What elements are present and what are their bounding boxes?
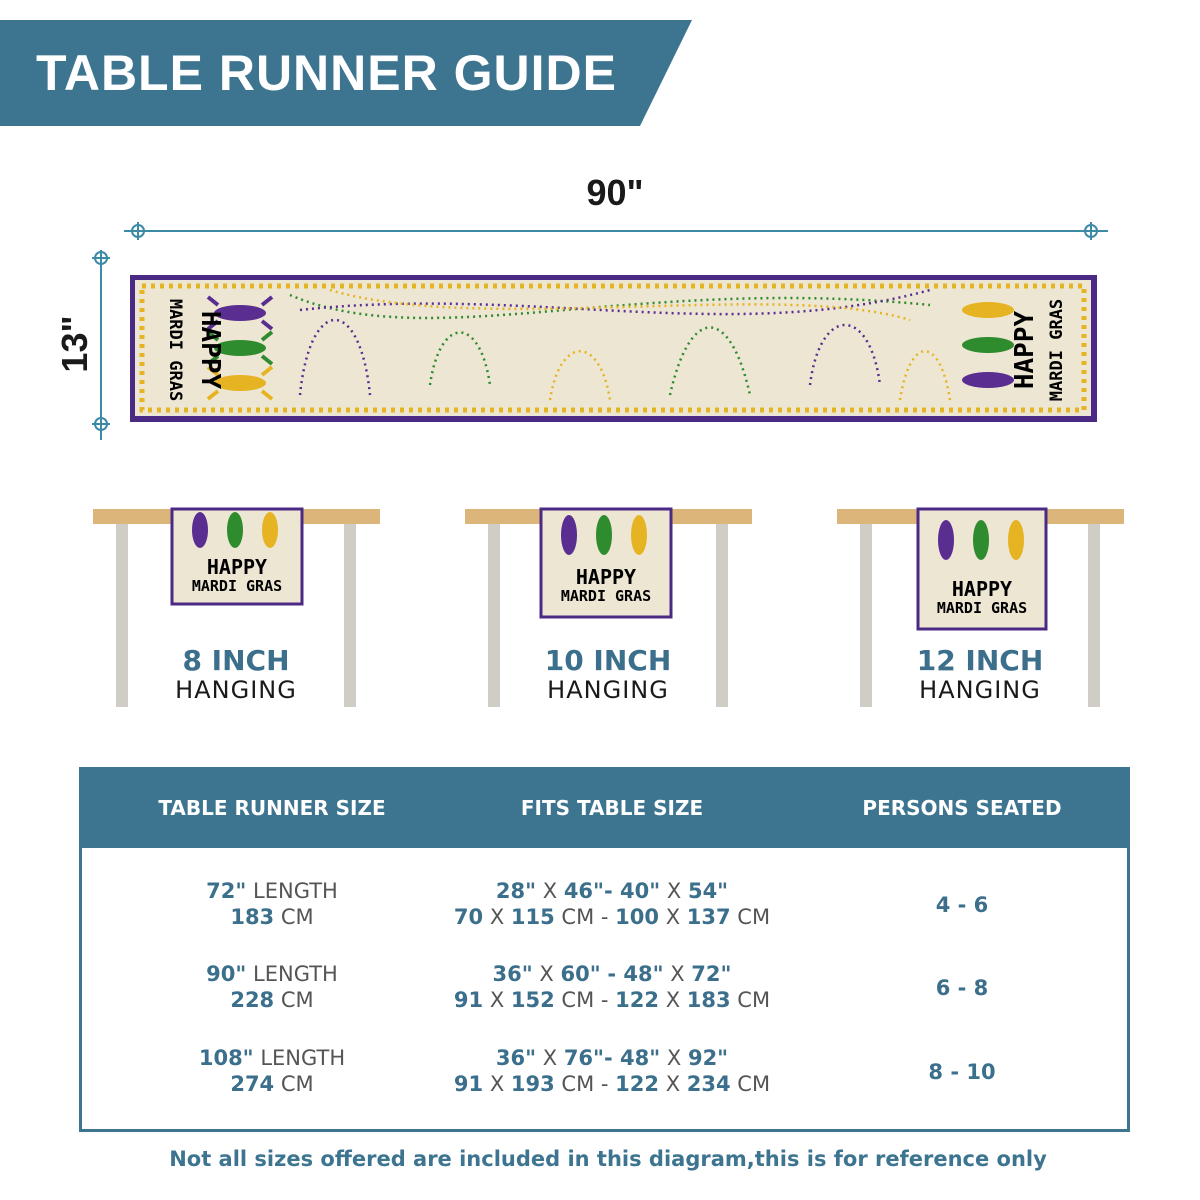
svg-text:MARDI GRAS: MARDI GRAS [937,599,1027,617]
persons-cell: 4 - 6 [935,893,989,917]
crawfish-gold-icon [206,365,274,401]
hanging-8-inches: 8 INCH [182,644,290,677]
header-fits-table: FITS TABLE SIZE [520,796,704,820]
hanging-12-inches: 12 INCH [916,644,1044,677]
persons-cell: 8 - 10 [928,1060,996,1084]
table-runner-image: HAPPY MARDI GRAS HAPPY MARDI GRAS [130,275,1097,422]
svg-text:MARDI GRAS: MARDI GRAS [192,577,282,595]
title-banner [0,20,692,126]
table-header: TABLE RUNNER SIZE FITS TABLE SIZE PERSON… [82,770,1127,848]
hanging-8-illustration: HAPPY MARDI GRAS 8 INCH HANGING [80,490,400,720]
svg-text:HAPPY: HAPPY [952,577,1012,601]
fit-cm-cell: 91 X 152 CM - 122 X 183 CM [453,988,771,1012]
fit-inches-cell: 28" X 46"- 40" X 54" [495,879,729,903]
size-table: TABLE RUNNER SIZE FITS TABLE SIZE PERSON… [79,767,1130,1132]
size-cm-cell: 228 CM [230,988,314,1012]
hanging-10-word: HANGING [547,676,669,704]
size-cm-cell: 274 CM [230,1072,314,1096]
runner-mardi-right: MARDI GRAS [1047,299,1067,401]
svg-text:HAPPY: HAPPY [207,555,267,579]
runner-happy-right: HAPPY [1010,311,1040,390]
crawfish-green-icon [206,330,274,366]
hanging-10-inches: 10 INCH [544,644,672,677]
runner-mardi-left: MARDI GRAS [165,299,185,401]
crawfish-purple-icon [206,295,274,331]
svg-text:MARDI GRAS: MARDI GRAS [561,587,651,605]
height-label: 13" [54,315,95,373]
persons-cell: 6 - 8 [935,976,989,1000]
size-cm-cell: 183 CM [230,905,314,929]
runner-happy-left: HAPPY [195,311,225,390]
size-inches-cell: 90" LENGTH [206,962,338,986]
hanging-12-illustration: HAPPY MARDI GRAS 12 INCH HANGING [824,490,1144,720]
fit-cm-cell: 91 X 193 CM - 122 X 234 CM [453,1072,771,1096]
svg-text:HAPPY: HAPPY [576,565,636,589]
dimension-lines [92,222,1108,440]
size-inches-cell: 72" LENGTH [206,879,338,903]
fit-inches-cell: 36" X 76"- 48" X 92" [495,1046,729,1070]
page-title: TABLE RUNNER GUIDE [36,45,617,101]
hanging-8-word: HANGING [175,676,297,704]
width-label: 90" [586,172,644,213]
fit-cm-cell: 70 X 115 CM - 100 X 137 CM [453,905,771,929]
fit-inches-cell: 36" X 60" - 48" X 72" [492,962,732,986]
header-runner-size: TABLE RUNNER SIZE [158,796,386,820]
size-inches-cell: 108" LENGTH [198,1046,346,1070]
header-persons: PERSONS SEATED [862,796,1062,820]
hanging-10-illustration: HAPPY MARDI GRAS 10 INCH HANGING [452,490,772,720]
footnote: Not all sizes offered are included in th… [169,1147,1047,1171]
hanging-12-word: HANGING [919,676,1041,704]
